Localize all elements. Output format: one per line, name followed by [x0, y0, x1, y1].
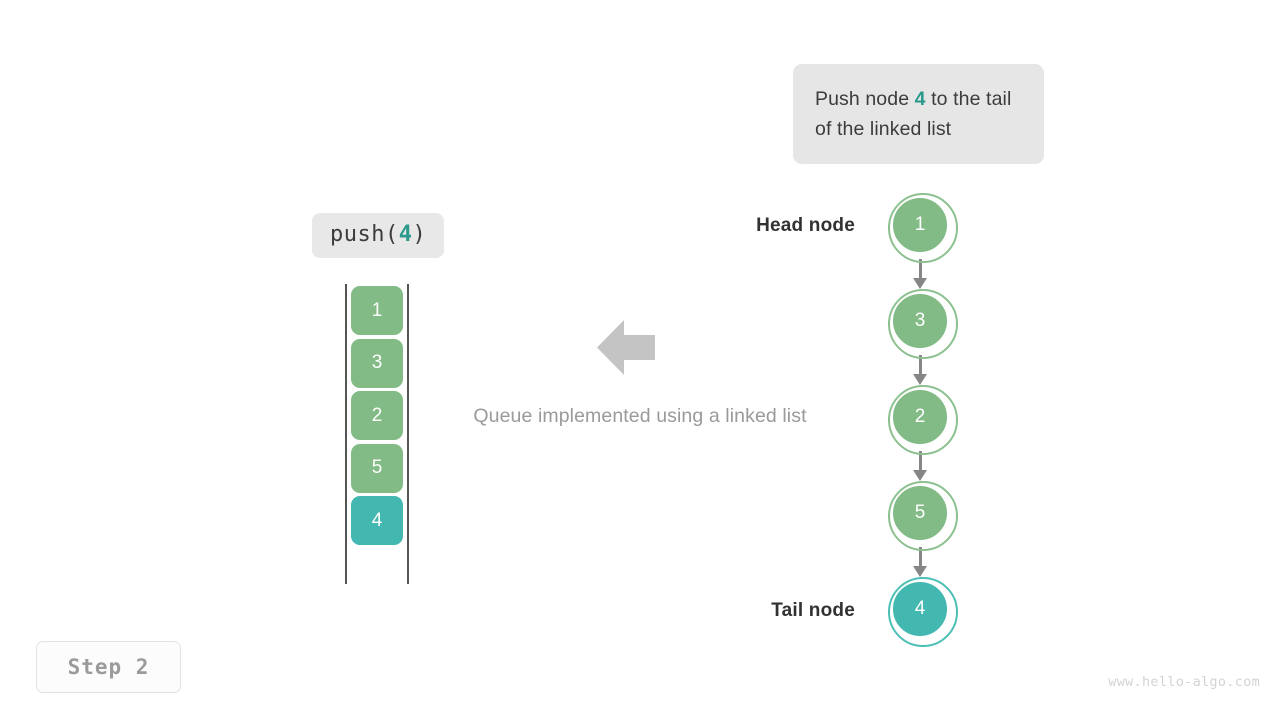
- arrow-left-icon: [597, 320, 655, 375]
- linked-list-node-value: 3: [914, 310, 926, 331]
- linked-list-node: 1: [888, 193, 958, 263]
- linked-list-node: 2: [888, 385, 958, 455]
- callout-highlight-value: 4: [914, 88, 926, 110]
- queue-item-value: 3: [371, 352, 383, 373]
- node-connector-line: [919, 451, 922, 475]
- watermark: www.hello-algo.com: [1108, 674, 1260, 690]
- callout-text-before: Push node: [815, 88, 915, 110]
- tail-node-label: Tail node: [771, 600, 855, 621]
- callout-bubble: Push node 4 to the tail of the linked li…: [793, 64, 1044, 164]
- queue-item: 4: [351, 496, 403, 545]
- linked-list-node-value: 1: [914, 214, 926, 235]
- step-badge: Step 2: [36, 641, 181, 693]
- node-outer-ring: [888, 193, 958, 263]
- queue-item: 2: [351, 391, 403, 440]
- queue-item-value: 1: [371, 299, 383, 321]
- node-connector-arrowhead-icon: [913, 470, 927, 481]
- node-connector-line: [919, 259, 922, 283]
- queue-item: 1: [351, 286, 403, 335]
- head-node-label: Head node: [756, 215, 855, 236]
- operation-argument: 4: [398, 222, 413, 247]
- node-connector-line: [919, 547, 922, 571]
- linked-list-container: 1 3 2 5 4 Head node Tail node: [756, 185, 980, 647]
- node-connector-arrowhead-icon: [913, 278, 927, 289]
- callout-text-after: to the tail of the linked list: [815, 88, 1012, 140]
- diagram-caption: Queue implemented using a linked list: [473, 405, 807, 427]
- node-outer-ring: [888, 385, 958, 455]
- node-outer-ring: [888, 289, 958, 359]
- linked-list-node-value: 2: [914, 406, 926, 427]
- linked-list-node: 3: [888, 289, 958, 359]
- queue-rail-left: [345, 284, 347, 584]
- queue-container: 1 3 2 5 4: [344, 284, 410, 584]
- operation-suffix: ): [412, 222, 427, 247]
- node-connector-arrowhead-icon: [913, 566, 927, 577]
- queue-item-value: 2: [371, 404, 383, 426]
- queue-item-value: 5: [371, 457, 383, 478]
- queue-rail-right: [407, 284, 409, 584]
- queue-item: 5: [351, 443, 403, 493]
- linked-list-node-value: 5: [914, 502, 926, 523]
- operation-prefix: push(: [330, 222, 399, 247]
- queue-item-value: 4: [371, 509, 383, 531]
- node-outer-ring: [888, 481, 958, 551]
- node-connector-arrowhead-icon: [913, 374, 927, 385]
- linked-list-node-value: 4: [914, 598, 926, 619]
- linked-list-node: 4: [888, 577, 958, 647]
- node-connector-line: [919, 355, 922, 379]
- linked-list-node: 5: [888, 481, 958, 551]
- operation-label: push(4): [312, 213, 445, 258]
- queue-item: 3: [351, 338, 403, 388]
- node-outer-ring: [888, 577, 958, 647]
